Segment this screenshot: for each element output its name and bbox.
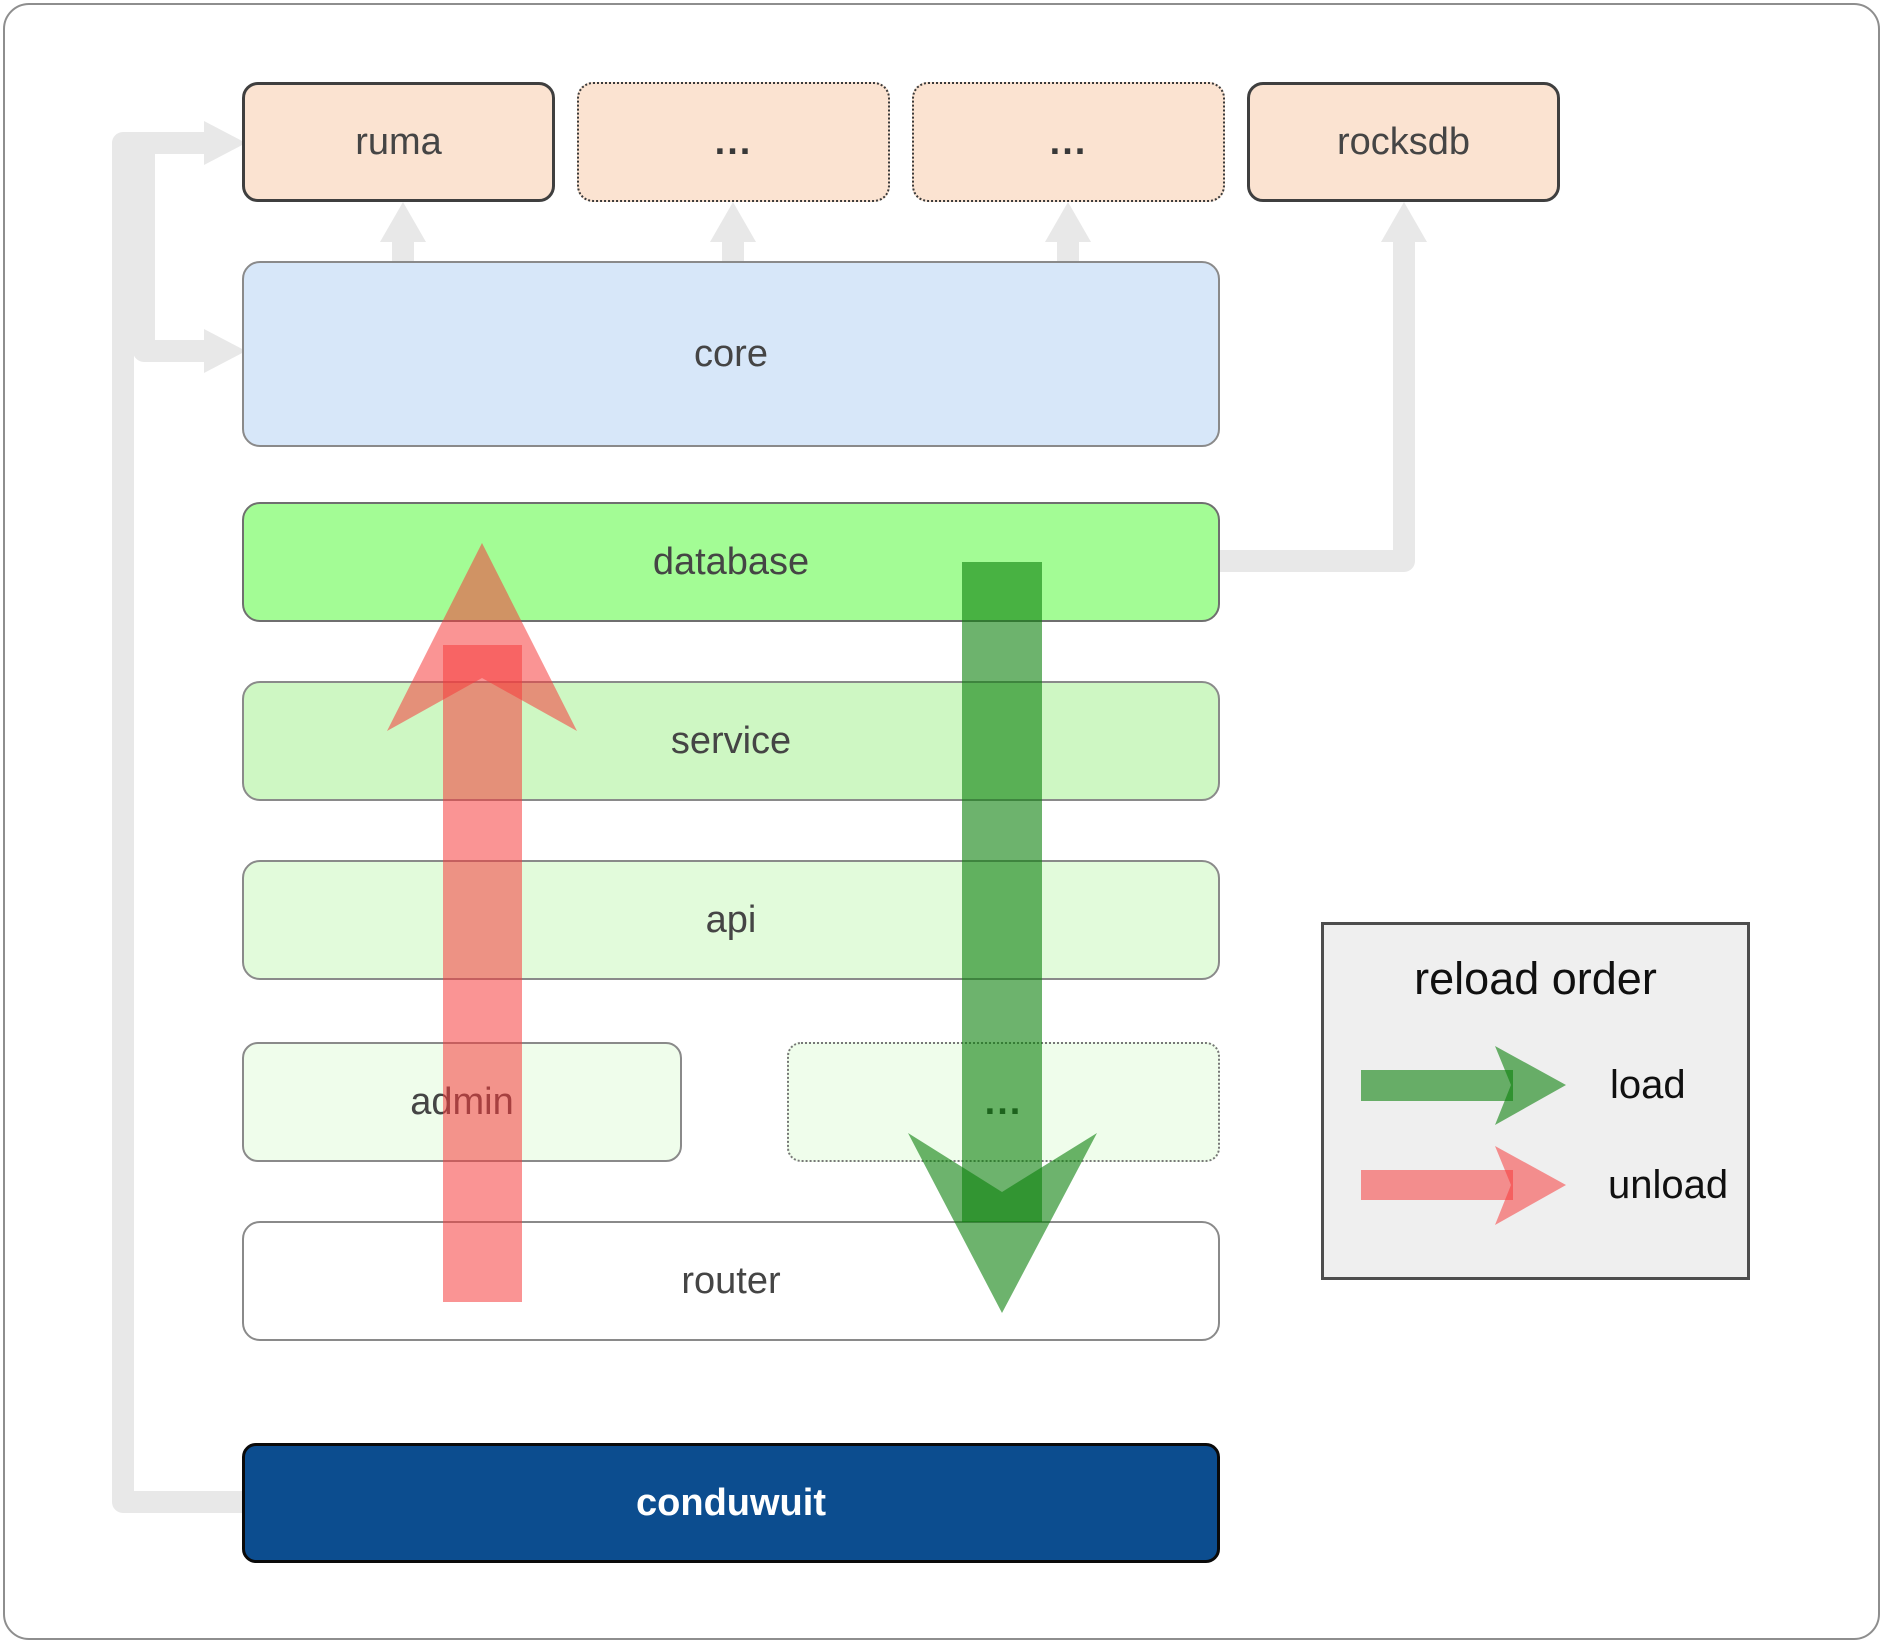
legend-arrows	[1361, 1046, 1566, 1225]
node-label: ...	[984, 1080, 1023, 1123]
node-router: router	[242, 1221, 1220, 1341]
node-ruma: ruma	[242, 82, 555, 202]
node-label: database	[652, 540, 810, 583]
node-admin: admin	[242, 1042, 682, 1162]
legend-load-arrow-head	[1495, 1046, 1566, 1125]
legend: reload order load unload	[1321, 922, 1750, 1280]
node-label: conduwuit	[636, 1481, 826, 1524]
node-crates-dots-1: ...	[577, 82, 890, 202]
node-conduwuit: conduwuit	[242, 1443, 1220, 1563]
node-label: core	[694, 332, 768, 375]
node-label: service	[670, 719, 792, 762]
node-rocksdb: rocksdb	[1247, 82, 1560, 202]
node-label: rocksdb	[1336, 120, 1471, 163]
legend-title: reload order	[1414, 953, 1657, 1004]
node-database: database	[242, 502, 1220, 622]
legend-load-arrow-shaft	[1361, 1070, 1513, 1101]
node-api: api	[242, 860, 1220, 980]
node-modules-dots: ...	[787, 1042, 1220, 1162]
node-core: core	[242, 261, 1220, 447]
node-label: ...	[1049, 120, 1088, 163]
legend-unload-arrow-shaft	[1361, 1170, 1513, 1200]
node-label: api	[705, 898, 757, 941]
legend-load-label: load	[1610, 1063, 1686, 1107]
node-crates-dots-2: ...	[912, 82, 1225, 202]
node-label: router	[681, 1259, 781, 1302]
node-label: admin	[410, 1080, 514, 1123]
outer-frame	[3, 3, 1880, 1640]
node-label: ruma	[355, 120, 442, 163]
legend-unload-arrow-head	[1495, 1146, 1566, 1225]
node-service: service	[242, 681, 1220, 801]
legend-unload-label: unload	[1608, 1163, 1729, 1207]
node-label: ...	[714, 120, 753, 163]
